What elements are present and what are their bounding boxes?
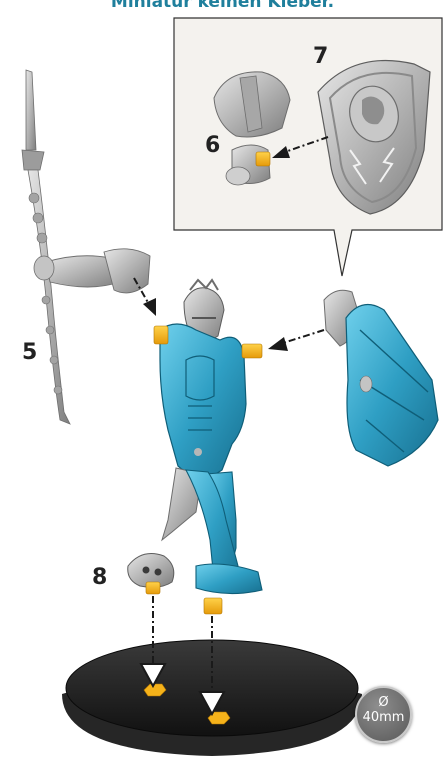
base-size-label: 40mm: [357, 710, 410, 725]
diameter-badge-icon: Ø 40mm: [355, 686, 412, 743]
step-number-8: 8: [92, 565, 107, 590]
diameter-symbol: Ø: [357, 696, 410, 710]
step-number-6: 6: [205, 133, 220, 158]
foot-peg: [204, 598, 222, 614]
figure-legs: [162, 468, 262, 594]
skull-part: [128, 554, 174, 594]
step-number-5: 5: [22, 340, 37, 365]
step-number-7: 7: [313, 44, 328, 69]
spear-part: [22, 70, 70, 424]
shield-part: [324, 290, 438, 466]
instruction-caption: Miniatur keinen Kleber.: [0, 0, 445, 12]
shield-arrow: [268, 330, 324, 351]
figure-body: [160, 324, 246, 477]
